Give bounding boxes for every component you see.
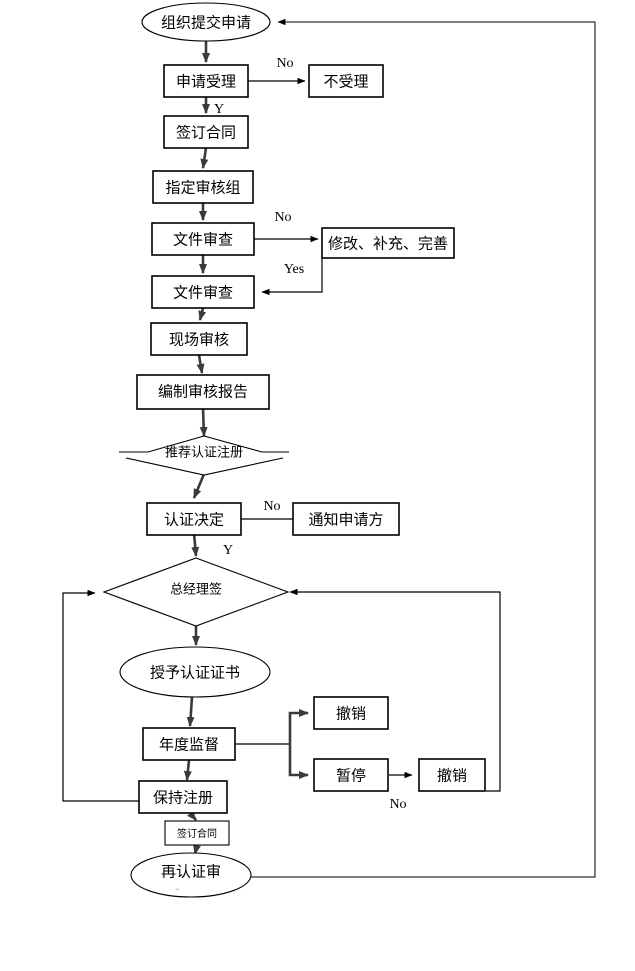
node-shape-rect [292,502,400,536]
node-label: 申请受理 [176,73,236,91]
node-shape-rect [308,64,384,98]
edge-maintain-return-to-gm [62,589,139,802]
node-shape-rect [142,727,236,761]
edge-label-y-1: Y [214,102,224,117]
edge-label-no-3: No [263,499,280,514]
node-sign-contract-2[interactable]: 签订合同 [164,820,230,846]
node-shape-rect [313,758,389,792]
node-shape-ellipse [141,2,271,42]
edge-recert-return-to-apply [251,18,596,878]
edge-label-no-4: No [389,797,406,812]
edge-onsite-to-report [196,354,205,374]
node-revise-supplement-improve[interactable]: 修改、补充、完善 [321,227,455,259]
node-label: 不受理 [323,73,368,91]
node-label: 编制审核报告 [158,383,248,401]
node-label: 撤销 [336,705,366,723]
edge-revise-to-review2 [261,258,323,296]
node-shape-rect [313,696,389,730]
node-label: 认证决定 [164,511,224,529]
node-label: 授予认证证书 [150,664,240,682]
node-gm-signature[interactable]: 总经理签 [102,557,290,627]
edge-surveillance-to-maintain [183,759,192,781]
node-sign-contract[interactable]: 签订合同 [163,115,249,149]
edge-contract2-to-recert [193,844,201,855]
node-shape-rect [163,115,249,149]
node-onsite-audit[interactable]: 现场审核 [150,322,248,356]
node-document-review-2[interactable]: 文件审查 [151,275,255,309]
node-shape-rect [136,374,270,410]
node-shape-rect [163,64,249,98]
node-label: 再认证审 [161,863,221,881]
node-not-accepted[interactable]: 不受理 [308,64,384,98]
node-shape-rect [151,222,255,256]
node-shape-rect [321,227,455,259]
node-label: 文件审查 [173,231,233,249]
edge-label-y-2: Y [223,543,233,558]
node-label: 签订合同 [176,124,236,142]
node-label: 通知申请方 [308,511,383,529]
node-shape-rect [150,322,248,356]
node-label: 保持注册 [153,789,213,807]
node-label: 暂停 [336,767,366,785]
node-notify-applicant[interactable]: 通知申请方 [292,502,400,536]
node-recertification-audit[interactable]: 再认证审 ·· [130,852,252,898]
edge-contract-to-team [200,147,209,169]
edge-surveillance-to-suspend [288,744,309,779]
node-label: 总经理签 [170,582,222,598]
node-label: 推荐认证注册 [165,446,243,461]
node-label: 修改、补充、完善 [328,235,448,253]
node-shape-diamond [102,557,290,627]
node-grant-certificate[interactable]: 授予认证证书 [119,646,271,698]
node-label: 签订合同 [177,827,217,840]
node-label: 现场审核 [169,331,229,349]
node-certification-decision[interactable]: 认证决定 [146,502,242,536]
node-document-review-1[interactable]: 文件审查 [151,222,255,256]
node-label: 组织提交申请 [161,14,251,32]
node-submit-application[interactable]: 组织提交申请 [141,2,271,42]
node-label: 指定审核组 [165,179,240,197]
edge-review2-to-onsite [198,307,207,321]
node-shape-rect [146,502,242,536]
node-shape-ellipse [130,852,252,898]
edge-certificate-to-surveillance [186,696,195,727]
node-shape-rect [138,780,228,814]
edge-label-yes-1: Yes [284,262,304,277]
node-suspend[interactable]: 暂停 [313,758,389,792]
node-shape-rect [152,170,254,204]
edge-label-no-2: No [274,210,291,225]
node-withdraw-1[interactable]: 撤销 [313,696,389,730]
node-shape-diamond [119,435,289,476]
node-annual-surveillance[interactable]: 年度监督 [142,727,236,761]
node-shape-rect [418,758,486,792]
edge-maintain-to-contract2 [187,810,197,821]
node-maintain-registration[interactable]: 保持注册 [138,780,228,814]
edge-withdraw2-return-to-gm [289,588,501,792]
edge-report-to-recommend [199,408,208,437]
edge-recommend-to-decision [192,473,206,499]
edge-surveillance-to-withdraw [288,709,309,744]
node-recommend-registration[interactable]: 推荐认证注册 [119,435,289,476]
node-shape-ellipse [119,646,271,698]
node-label: 撤销 [437,767,467,785]
node-prepare-audit-report[interactable]: 编制审核报告 [136,374,270,410]
edge-label-no-1: No [276,56,293,71]
node-label: 文件审查 [173,284,233,302]
node-assign-audit-team[interactable]: 指定审核组 [152,170,254,204]
edge-decision-to-gm [191,532,200,557]
node-shape-rect [164,820,230,846]
node-accept-application[interactable]: 申请受理 [163,64,249,98]
node-shape-rect [151,275,255,309]
node-label: 年度监督 [159,736,219,754]
node-withdraw-2[interactable]: 撤销 [418,758,486,792]
node-label-truncated: ·· [175,886,180,893]
